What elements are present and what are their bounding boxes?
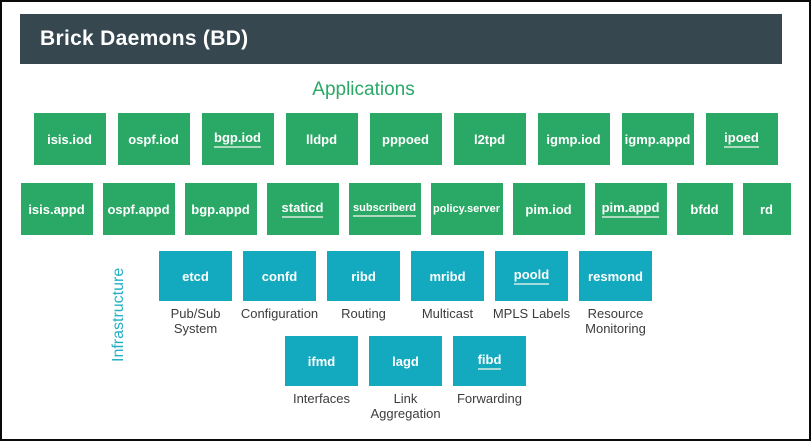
daemon-box: etcd bbox=[159, 251, 232, 301]
daemon-box: pim.iod bbox=[512, 183, 585, 235]
infrastructure-section-label: Infrastructure bbox=[110, 267, 127, 363]
daemon-box: policy.server bbox=[430, 183, 503, 235]
daemon-box: bgp.appd bbox=[184, 183, 257, 235]
daemon-box: mribd bbox=[411, 251, 484, 301]
daemon-box: isis.iod bbox=[33, 113, 106, 165]
daemon-box: isis.appd bbox=[20, 183, 93, 235]
daemon-box: resmond bbox=[579, 251, 652, 301]
daemon-name: bgp.iod bbox=[214, 130, 261, 148]
daemon-box: igmp.appd bbox=[621, 113, 694, 165]
daemon-name: ospf.iod bbox=[128, 131, 179, 147]
daemon-name: lagd bbox=[392, 353, 419, 369]
daemon-box: lldpd bbox=[285, 113, 358, 165]
daemon-name: ifmd bbox=[307, 353, 336, 369]
applications-row-2: isis.appd ospf.appd bgp.appd staticd sub… bbox=[2, 183, 809, 235]
daemon-box: pppoed bbox=[369, 113, 442, 165]
daemon-box: ospf.iod bbox=[117, 113, 190, 165]
daemon-box: igmp.iod bbox=[537, 113, 610, 165]
daemon-name: pim.iod bbox=[525, 201, 572, 217]
daemon-box: bfdd bbox=[676, 183, 733, 235]
infra-column: fibd Forwarding bbox=[448, 336, 532, 421]
daemon-name: ipoed bbox=[724, 130, 759, 148]
infra-column: poold MPLS Labels bbox=[490, 251, 574, 336]
infra-column: mribd Multicast bbox=[406, 251, 490, 336]
applications-row-1: isis.iod ospf.iod bgp.iod lldpd pppoed l… bbox=[2, 113, 809, 165]
daemon-name: policy.server bbox=[432, 203, 501, 215]
daemon-name: staticd bbox=[281, 200, 324, 218]
daemon-name: igmp.appd bbox=[624, 131, 691, 147]
daemon-box: rd bbox=[742, 183, 791, 235]
infrastructure-row-1: etcd Pub/Sub System confd Configuration … bbox=[2, 251, 809, 336]
daemon-box: ribd bbox=[327, 251, 400, 301]
daemon-name: resmond bbox=[588, 268, 643, 284]
infrastructure-row-2: ifmd Interfaces lagd Link Aggregation fi… bbox=[2, 336, 809, 421]
title-bar: Brick Daemons (BD) bbox=[20, 14, 782, 64]
daemon-name: pppoed bbox=[382, 131, 429, 147]
daemon-caption: MPLS Labels bbox=[492, 306, 571, 321]
daemon-name: pim.appd bbox=[601, 200, 660, 218]
daemon-box[interactable]: staticd bbox=[266, 183, 339, 235]
daemon-box: ospf.appd bbox=[102, 183, 175, 235]
daemon-name: fibd bbox=[477, 352, 502, 370]
daemon-name: subscriberd bbox=[353, 202, 416, 217]
daemon-caption: Resource Monitoring bbox=[585, 306, 646, 336]
daemon-box: confd bbox=[243, 251, 316, 301]
daemon-name: isis.iod bbox=[47, 131, 92, 147]
daemon-name: bfdd bbox=[690, 201, 719, 217]
daemon-box: l2tpd bbox=[453, 113, 526, 165]
daemon-name: ospf.appd bbox=[107, 201, 170, 217]
daemon-name: ribd bbox=[351, 268, 376, 284]
infra-column: ifmd Interfaces bbox=[280, 336, 364, 421]
daemon-name: bgp.appd bbox=[191, 201, 250, 217]
daemon-name: l2tpd bbox=[473, 131, 506, 147]
infra-column: confd Configuration bbox=[238, 251, 322, 336]
daemon-box[interactable]: fibd bbox=[453, 336, 526, 386]
daemon-box[interactable]: ipoed bbox=[705, 113, 778, 165]
daemon-caption: Pub/Sub System bbox=[170, 306, 221, 336]
infra-column: ribd Routing bbox=[322, 251, 406, 336]
daemon-box[interactable]: pim.appd bbox=[594, 183, 667, 235]
daemon-caption: Multicast bbox=[421, 306, 474, 321]
daemon-caption: Routing bbox=[341, 306, 386, 321]
daemon-caption: Configuration bbox=[240, 306, 319, 321]
daemon-caption: Forwarding bbox=[456, 391, 523, 406]
page-title: Brick Daemons (BD) bbox=[40, 27, 249, 50]
daemon-box: ifmd bbox=[285, 336, 358, 386]
daemon-box[interactable]: bgp.iod bbox=[201, 113, 274, 165]
daemon-name: etcd bbox=[182, 268, 209, 284]
daemon-box[interactable]: subscriberd bbox=[348, 183, 421, 235]
daemon-caption: Interfaces bbox=[292, 391, 351, 406]
daemon-box[interactable]: poold bbox=[495, 251, 568, 301]
infra-column: etcd Pub/Sub System bbox=[154, 251, 238, 336]
infra-column: lagd Link Aggregation bbox=[364, 336, 448, 421]
daemon-name: isis.appd bbox=[28, 201, 85, 217]
daemon-box: lagd bbox=[369, 336, 442, 386]
daemon-name: rd bbox=[760, 201, 773, 217]
infra-column: resmond Resource Monitoring bbox=[574, 251, 658, 336]
daemon-caption: Link Aggregation bbox=[370, 391, 441, 421]
applications-section-label: Applications bbox=[312, 79, 415, 100]
daemon-name: confd bbox=[261, 268, 298, 284]
daemon-name: igmp.iod bbox=[546, 131, 601, 147]
daemon-name: poold bbox=[513, 267, 550, 285]
daemon-name: mribd bbox=[429, 268, 466, 284]
infrastructure-section: Infrastructure etcd Pub/Sub System confd… bbox=[2, 251, 809, 421]
daemon-name: lldpd bbox=[305, 131, 338, 147]
